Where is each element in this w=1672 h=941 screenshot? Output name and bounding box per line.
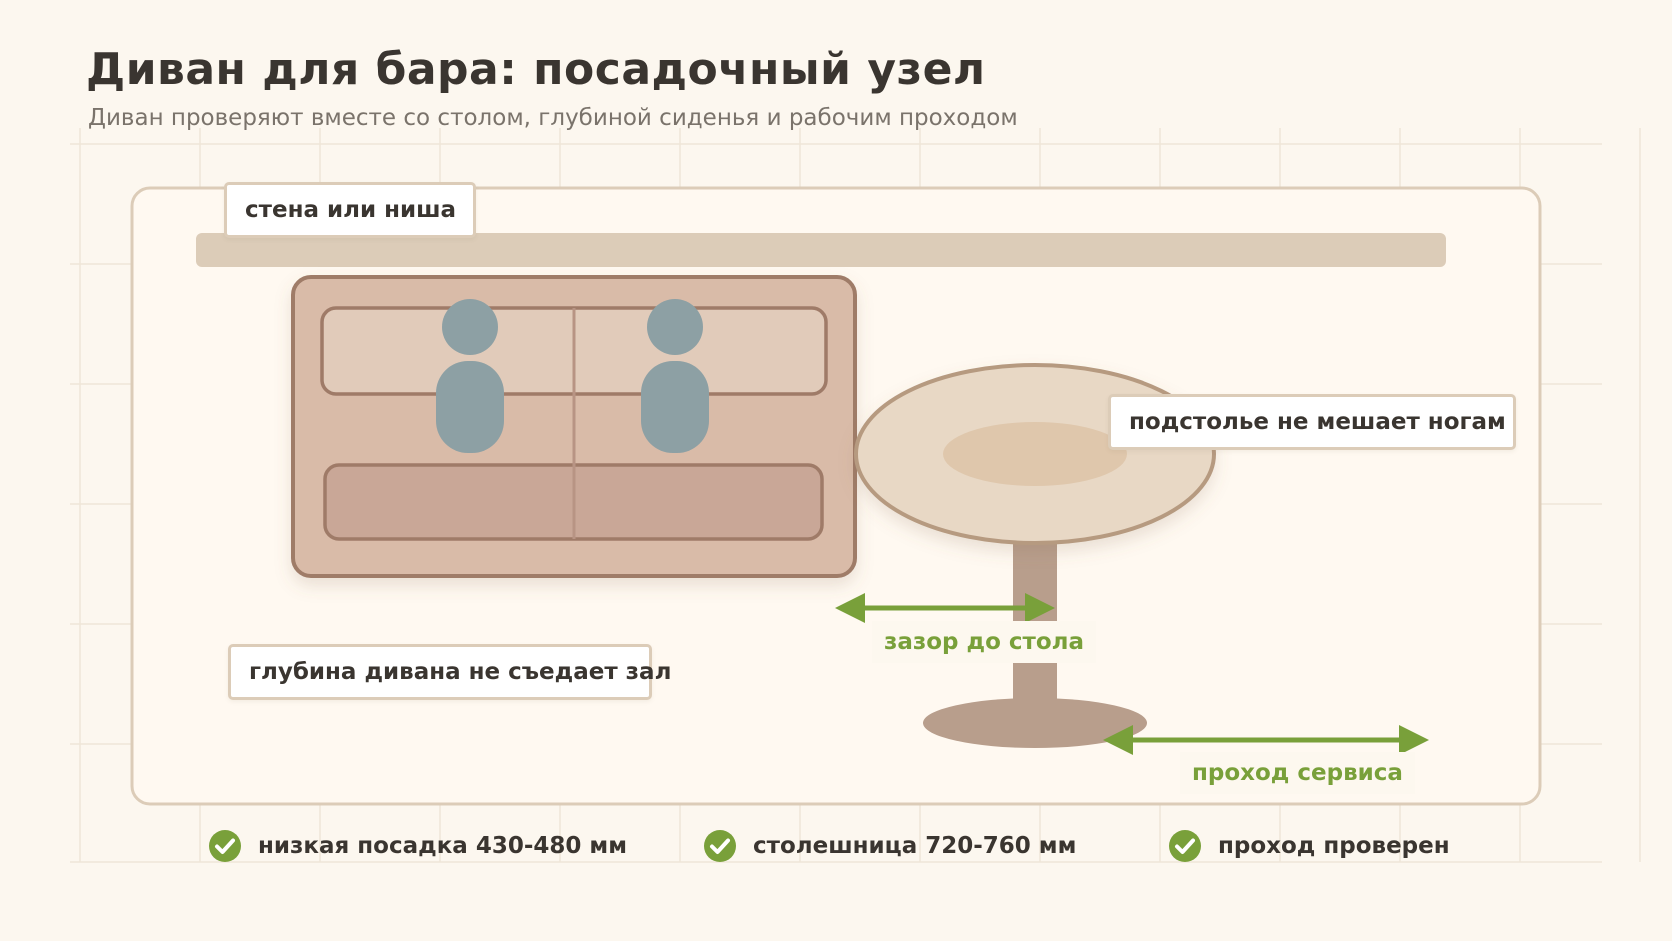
checklist-text: проход проверен — [1218, 833, 1450, 859]
table-base-foot — [923, 698, 1147, 748]
table-base-label: подстолье не мешает ногам — [1108, 394, 1516, 450]
table-top-center — [943, 422, 1127, 486]
person-icon — [436, 299, 504, 453]
page-title: Диван для бара: посадочный узел — [86, 44, 986, 95]
checklist-text: столешница 720-760 мм — [753, 833, 1077, 859]
page-subtitle: Диван проверяют вместе со столом, глубин… — [88, 105, 1018, 131]
checklist-item-tabletop-height: столешница 720-760 мм — [703, 826, 1076, 866]
sofa-depth-label: глубина дивана не съедает зал — [228, 644, 671, 700]
person-icon — [641, 299, 709, 453]
check-circle-icon — [1169, 830, 1201, 862]
check-circle-icon — [209, 830, 241, 862]
check-circle-icon — [704, 830, 736, 862]
checklist-item-aisle-checked: проход проверен — [1168, 826, 1450, 866]
checklist-text: низкая посадка 430-480 мм — [258, 833, 628, 859]
service-aisle-label: проход сервиса — [1180, 752, 1415, 794]
table-gap-label: зазор до стола — [872, 621, 1097, 663]
wall-label: стена или ниша — [224, 182, 476, 238]
wall-strip — [196, 233, 1446, 267]
checklist-item-seat-height: низкая посадка 430-480 мм — [208, 826, 627, 866]
